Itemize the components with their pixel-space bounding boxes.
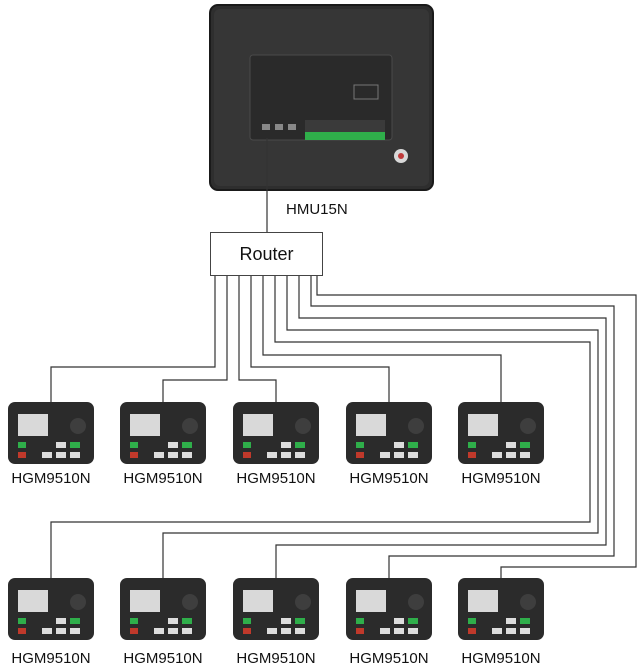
controller-device xyxy=(120,578,206,640)
controller-device xyxy=(346,402,432,464)
router-box: Router xyxy=(210,232,323,276)
router-label: Router xyxy=(239,243,294,264)
controller-device xyxy=(8,578,94,640)
controller-label: HGM9510N xyxy=(349,470,429,487)
hmu15n-device xyxy=(209,4,434,191)
hmu15n-label: HMU15N xyxy=(286,201,348,218)
controller-device xyxy=(458,578,544,640)
controller-device xyxy=(233,402,319,464)
hmu-terminal-block xyxy=(305,120,385,140)
connection-lines xyxy=(50,138,637,578)
controller-label: HGM9510N xyxy=(236,470,316,487)
controller-label: HGM9510N xyxy=(123,470,203,487)
controller-label: HGM9510N xyxy=(461,470,541,487)
controller-label: HGM9510N xyxy=(349,650,429,667)
controller-device xyxy=(346,578,432,640)
controller-label: HGM9510N xyxy=(461,650,541,667)
controller-label: HGM9510N xyxy=(11,470,91,487)
controller-label: HGM9510N xyxy=(11,650,91,667)
controller-device xyxy=(120,402,206,464)
controller-device xyxy=(458,402,544,464)
controller-label: HGM9510N xyxy=(123,650,203,667)
hmu-ports xyxy=(262,124,296,130)
controller-device xyxy=(8,402,94,464)
controller-device xyxy=(233,578,319,640)
controller-label: HGM9510N xyxy=(236,650,316,667)
